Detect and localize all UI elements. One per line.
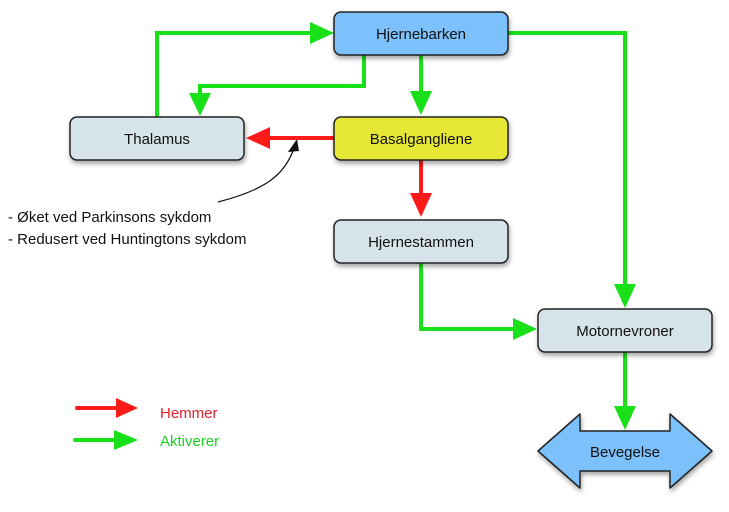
edge-hjernebarken-to-thalamus: [189, 55, 366, 116]
node-motornevroner[interactable]: Motornevroner: [537, 308, 713, 353]
node-basalgangliene[interactable]: Basalgangliene: [333, 116, 509, 161]
legend-activate-arrow: [73, 430, 138, 450]
annotation-line-huntingtons: - Redusert ved Huntingtons sykdom: [8, 231, 246, 248]
node-hjernestammen-label: Hjernestammen: [368, 234, 474, 251]
node-motornevroner-label: Motornevroner: [576, 323, 674, 340]
node-thalamus[interactable]: Thalamus: [69, 116, 245, 161]
node-basalgangliene-label: Basalgangliene: [370, 131, 473, 148]
edge-hjernestammen-to-motornevroner: [419, 263, 537, 340]
annotation-line-parkinsons: - Øket ved Parkinsons sykdom: [8, 209, 211, 226]
node-bevegelse-label: Bevegelse: [590, 444, 660, 461]
annotation: - Øket ved Parkinsons sykdom - Redusert …: [8, 209, 246, 248]
node-thalamus-label: Thalamus: [124, 131, 190, 148]
annotation-pointer: [217, 139, 299, 203]
edge-basalgangliene-to-thalamus: [246, 127, 334, 149]
node-hjernestammen[interactable]: Hjernestammen: [333, 219, 509, 264]
edge-motornevroner-to-bevegelse: [614, 352, 636, 430]
node-hjernebarken-label: Hjernebarken: [376, 26, 466, 43]
edge-thalamus-to-hjernebarken: [155, 22, 334, 117]
legend-inhibit-label: Hemmer: [160, 405, 218, 422]
edge-basalgangliene-to-hjernestammen: [410, 160, 432, 217]
node-hjernebarken[interactable]: Hjernebarken: [333, 11, 509, 56]
legend-inhibit-arrow: [75, 398, 138, 418]
legend: Hemmer Aktiverer: [73, 398, 219, 450]
edge-hjernebarken-to-basalgangliene: [410, 55, 432, 115]
edge-hjernebarken-to-motornevroner: [508, 31, 636, 308]
node-bevegelse[interactable]: Bevegelse: [537, 413, 713, 489]
legend-activate-label: Aktiverer: [160, 433, 219, 450]
